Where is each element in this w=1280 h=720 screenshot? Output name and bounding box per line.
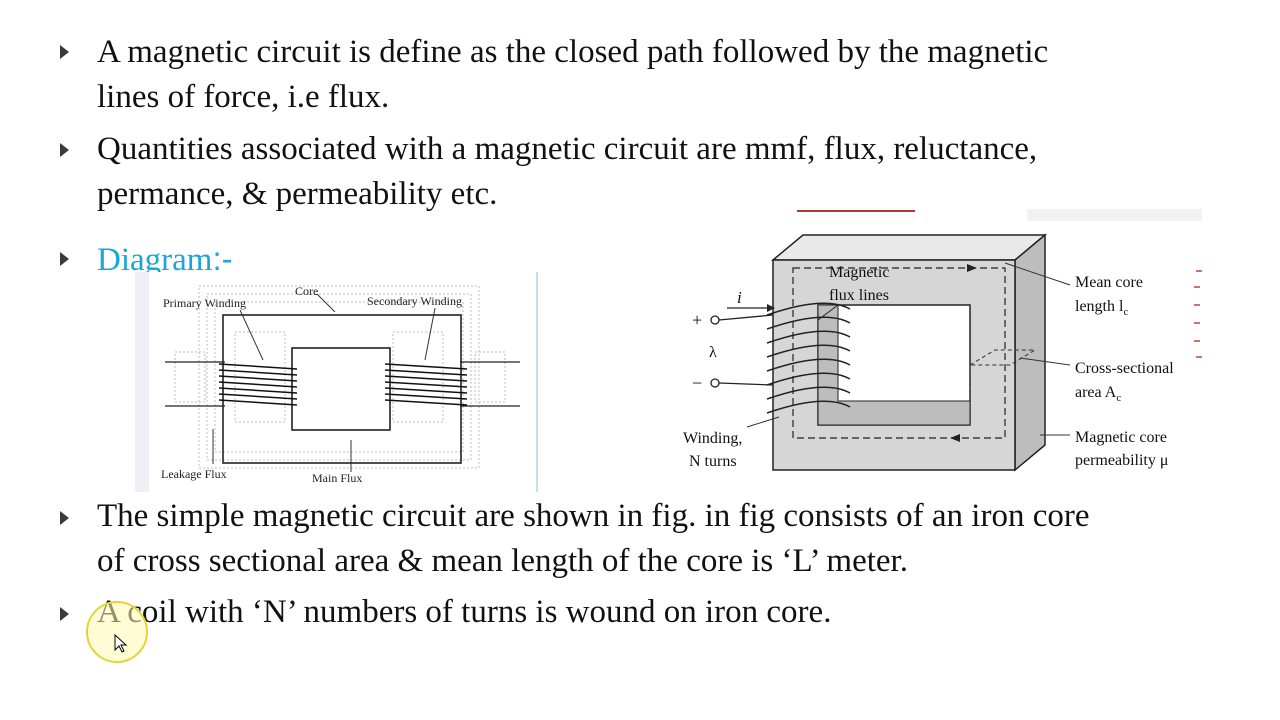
cursor-highlight (86, 601, 148, 663)
minus-terminal-label: − (692, 373, 702, 393)
bullet-text-3: The simple magnetic circuit are shown in… (97, 494, 1089, 584)
mouse-pointer-icon (114, 634, 128, 653)
magnetic-flux-lines-label-2: flux lines (829, 287, 889, 304)
bullet-3-line-2: of cross sectional area & mean length of… (97, 543, 908, 579)
bullet-marker-diagram (60, 252, 69, 266)
permeability-label-2: permeability μ (1075, 452, 1168, 469)
bullet-marker-2 (60, 143, 69, 157)
transformer-figure: Primary Winding Core Secondary Winding L… (135, 272, 540, 492)
cross-sectional-label-2: area Ac (1075, 384, 1121, 404)
bullet-1-line-1: A magnetic circuit is define as the clos… (97, 34, 1049, 70)
bullet-2-line-2: permance, & permeability etc. (97, 176, 498, 212)
winding-label-2: N turns (689, 453, 737, 470)
bullet-1-line-2: lines of force, i.e flux. (97, 79, 390, 115)
bullet-marker-4 (60, 607, 69, 621)
cross-sectional-label-1: Cross-sectional (1075, 360, 1174, 377)
main-flux-label: Main Flux (312, 471, 362, 485)
mean-core-label-2: length lc (1075, 298, 1128, 318)
permeability-label-1: Magnetic core (1075, 429, 1167, 446)
bullet-2-line-1: Quantities associated with a magnetic ci… (97, 131, 1038, 167)
lambda-label: λ (709, 344, 717, 361)
bullet-text-1: A magnetic circuit is define as the clos… (97, 30, 1048, 120)
winding-label-1: Winding, (683, 430, 742, 447)
primary-winding-label: Primary Winding (163, 296, 246, 310)
bullet-4-line-1: A coil with ‘N’ numbers of turns is woun… (97, 594, 832, 630)
secondary-winding-label: Secondary Winding (367, 294, 462, 308)
plus-terminal-label: + (692, 310, 702, 330)
bullet-3-line-1: The simple magnetic circuit are shown in… (97, 498, 1090, 534)
magnetic-core-figure: Magnetic flux lines i + λ − Winding, N t… (683, 209, 1202, 472)
bullet-marker-3 (60, 511, 69, 525)
leakage-flux-label: Leakage Flux (161, 467, 227, 481)
bullet-text-4: A coil with ‘N’ numbers of turns is woun… (97, 590, 831, 635)
core-label: Core (295, 284, 318, 298)
bullet-marker-1 (60, 45, 69, 59)
current-label: i (737, 288, 742, 307)
magnetic-flux-lines-label-1: Magnetic (829, 264, 889, 281)
bullet-text-2: Quantities associated with a magnetic ci… (97, 127, 1037, 217)
diagram-label-separator: :- (212, 240, 233, 277)
mean-core-label-1: Mean core (1075, 274, 1143, 291)
